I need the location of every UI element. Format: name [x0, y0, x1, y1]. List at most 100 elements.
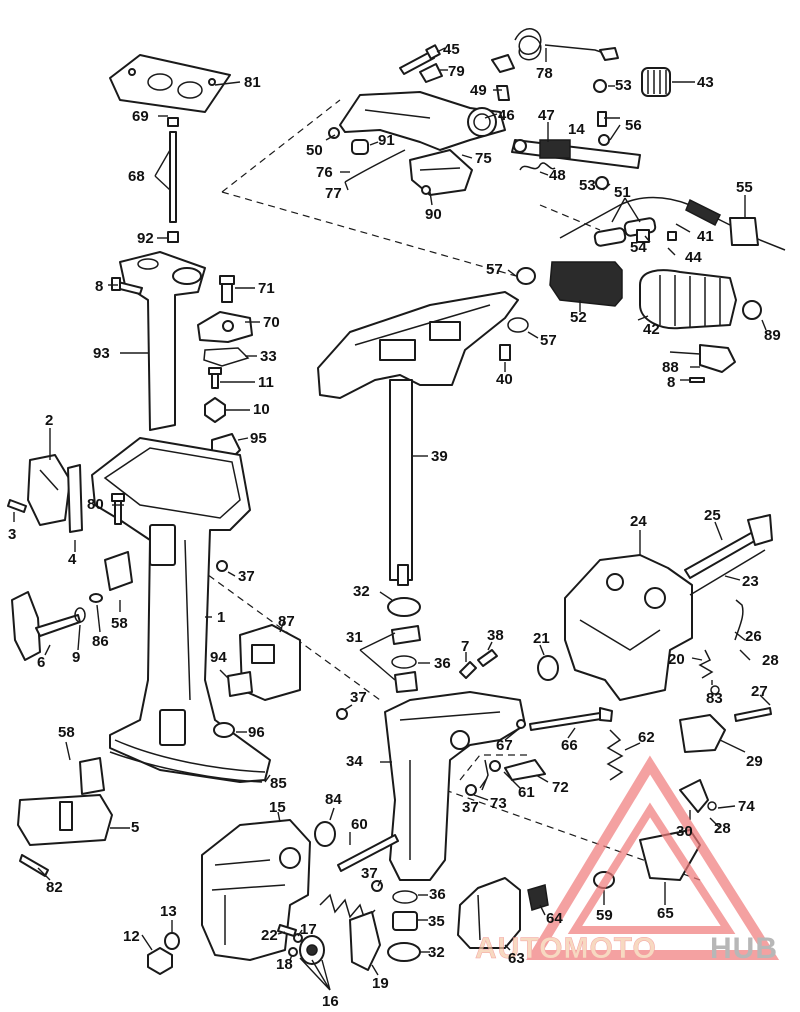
- washer-13: [164, 932, 180, 950]
- grease-fitting-61: [489, 760, 501, 772]
- callout-label: 36: [434, 655, 451, 672]
- callout-label: 8: [667, 374, 675, 391]
- callout-label: 37: [350, 689, 367, 706]
- callout-label: 9: [72, 649, 80, 666]
- bolt-8: [111, 277, 143, 295]
- wire-76-77-91: [328, 127, 406, 183]
- bushing-57a: [516, 267, 536, 285]
- callout-label: 78: [536, 65, 553, 82]
- callout-label: 53: [615, 77, 632, 94]
- bracket-87: [239, 624, 301, 701]
- callout-label: 76: [316, 164, 333, 181]
- spring-62: [606, 729, 624, 781]
- callout-label: 93: [93, 345, 110, 362]
- callout-label: 47: [538, 107, 555, 124]
- lever-6: [11, 591, 81, 661]
- grip-cap-43: [641, 67, 671, 97]
- callout-label: 52: [570, 309, 587, 326]
- callout-label: 1: [217, 609, 225, 626]
- callout-label: 80: [87, 496, 104, 513]
- callout-label: 19: [372, 975, 389, 992]
- screw-3: [7, 499, 27, 513]
- assembly-dashed-lines: [159, 99, 701, 881]
- bolt-7: [459, 661, 477, 679]
- callout-label: 2: [45, 412, 53, 429]
- callout-label: 67: [496, 737, 513, 754]
- callout-label: 43: [697, 74, 714, 91]
- mount-58a: [104, 551, 133, 591]
- exhaust-tube-93: [119, 251, 206, 431]
- pin-60: [337, 834, 399, 872]
- callout-label: 38: [487, 627, 504, 644]
- callout-label: 3: [8, 526, 16, 543]
- tilt-lock-29: [679, 714, 726, 753]
- callout-label: 29: [746, 753, 763, 770]
- callout-label: 25: [704, 507, 721, 524]
- callout-label: 81: [244, 74, 261, 91]
- bolt-45: [399, 44, 441, 75]
- callout-label: 35: [428, 913, 445, 930]
- callout-label: 20: [668, 651, 685, 668]
- rod-66: [529, 707, 613, 731]
- callout-label: 17: [300, 921, 317, 938]
- callout-label: 6: [37, 654, 45, 671]
- callout-label: 27: [751, 683, 768, 700]
- callout-label: 4: [68, 551, 77, 568]
- kill-switch-lanyard-78: [491, 28, 619, 73]
- callout-label: 49: [470, 82, 487, 99]
- callout-label: 89: [764, 327, 781, 344]
- callout-label: 46: [498, 107, 515, 124]
- callout-label: 18: [276, 956, 293, 973]
- callout-label: 69: [132, 108, 149, 125]
- pin-49: [496, 85, 510, 101]
- washer-84: [314, 821, 336, 847]
- clamp-63: [457, 877, 521, 949]
- washer-36b: [392, 890, 418, 904]
- nut-12: [147, 947, 173, 975]
- callout-label: 59: [596, 907, 613, 924]
- callout-label: 84: [325, 791, 342, 808]
- bushing-32a: [387, 597, 421, 617]
- bushing-96: [213, 722, 235, 738]
- spring-26: [734, 599, 744, 641]
- callout-label: 62: [638, 729, 655, 746]
- callout-label: 58: [58, 724, 75, 741]
- callout-label: 71: [258, 280, 275, 297]
- grip-52: [549, 261, 623, 307]
- callout-label: 30: [676, 823, 693, 840]
- callout-label: 50: [306, 142, 323, 159]
- fitting-40: [499, 344, 511, 361]
- callout-label: 14: [568, 121, 585, 138]
- callout-label: 23: [742, 573, 759, 590]
- throttle-cable-assembly-51-55: [559, 196, 786, 251]
- callout-label: 65: [657, 905, 674, 922]
- callout-label: 55: [736, 179, 753, 196]
- callout-label: 33: [260, 348, 277, 365]
- callout-label: 86: [92, 633, 109, 650]
- hub-16: [299, 935, 325, 965]
- callout-label: 48: [549, 167, 566, 184]
- bracket-2: [27, 454, 71, 526]
- leader-lines: [13, 47, 771, 991]
- callout-label: 83: [706, 690, 723, 707]
- spring-73: [481, 759, 489, 791]
- callout-label: 82: [46, 879, 63, 896]
- callout-label: 79: [448, 63, 465, 80]
- callout-label: 26: [745, 628, 762, 645]
- steering-arm-46: [339, 91, 506, 151]
- callout-label: 15: [269, 799, 286, 816]
- spring-64: [527, 884, 549, 911]
- bolt-25: [684, 514, 773, 579]
- bracket-72: [504, 759, 546, 781]
- callout-label: 28: [714, 820, 731, 837]
- callout-label: 34: [346, 753, 363, 770]
- pad-94: [227, 671, 253, 697]
- callout-label: 68: [128, 168, 145, 185]
- callout-label: 40: [496, 371, 513, 388]
- callout-label: 61: [518, 784, 535, 801]
- washer-57b: [507, 317, 529, 333]
- callout-label: 51: [614, 184, 631, 201]
- cover-70: [197, 311, 253, 343]
- callout-label: 37: [462, 799, 479, 816]
- callout-label: 85: [270, 775, 287, 792]
